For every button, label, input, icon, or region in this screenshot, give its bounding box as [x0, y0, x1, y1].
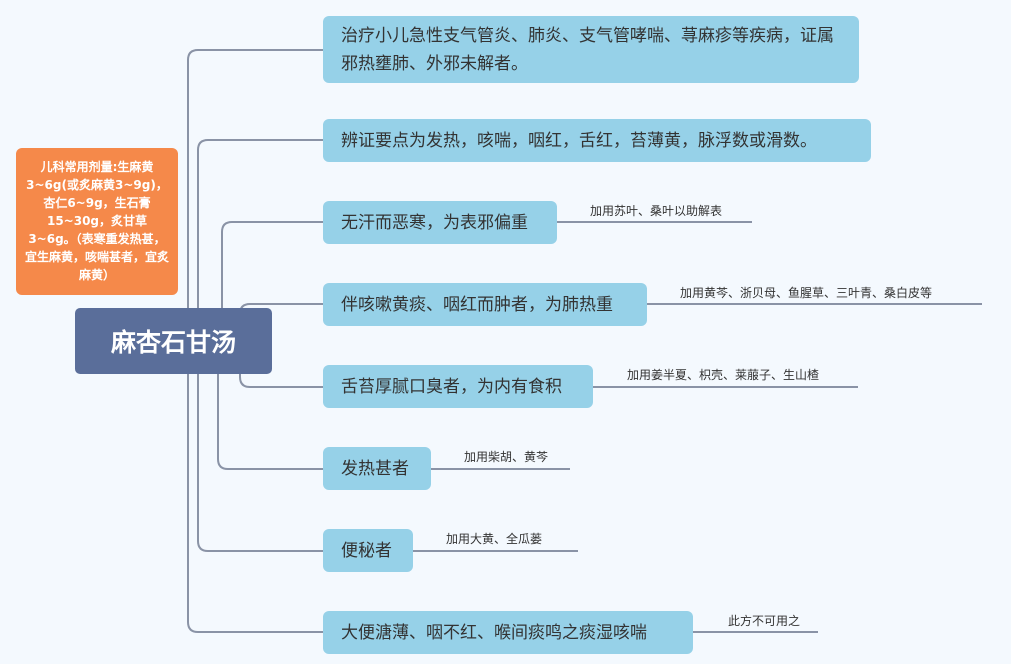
note-exterior: 加用苏叶、桑叶以助解表 [590, 204, 723, 218]
note-constipation: 加用大黄、全瓜蒌 [446, 532, 543, 546]
branch-key-points[interactable]: 辨证要点为发热，咳喘，咽红，舌红，苔薄黄，脉浮数或滑数。 [323, 119, 871, 162]
branch-indications[interactable]: 治疗小儿急性支气管炎、肺炎、支气管哮喘、荨麻疹等疾病，证属邪热壅肺、外邪未解者。 [323, 16, 859, 83]
note-high-fever: 加用柴胡、黄芩 [464, 450, 549, 464]
branch-exterior[interactable]: 无汗而恶寒，为表邪偏重 [323, 201, 557, 244]
dosage-note: 儿科常用剂量:生麻黄3~6g(或炙麻黄3~9g)，杏仁6~9g，生石膏15~30… [16, 148, 178, 295]
branch-constipation[interactable]: 便秘者 [323, 529, 413, 572]
branch-food-stagnation[interactable]: 舌苔厚腻口臭者，为内有食积 [323, 365, 593, 408]
note-lung-heat: 加用黄芩、浙贝母、鱼腥草、三叶青、桑白皮等 [680, 286, 933, 300]
note-food-stagnation: 加用姜半夏、枳壳、莱菔子、生山楂 [627, 368, 820, 382]
note-contraindication: 此方不可用之 [728, 614, 801, 628]
branch-contraindication[interactable]: 大便溏薄、咽不红、喉间痰鸣之痰湿咳喘 [323, 611, 693, 654]
branch-lung-heat[interactable]: 伴咳嗽黄痰、咽红而肿者，为肺热重 [323, 283, 647, 326]
central-topic[interactable]: 麻杏石甘汤 [75, 308, 272, 374]
branch-high-fever[interactable]: 发热甚者 [323, 447, 431, 490]
